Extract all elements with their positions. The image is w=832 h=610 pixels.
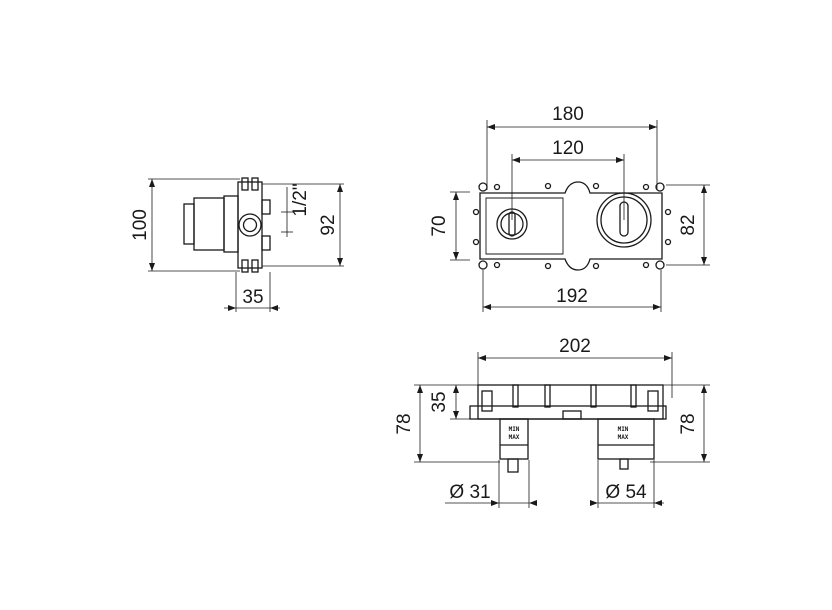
dim-front-82: 82 <box>678 214 699 235</box>
label-max-right: MAX <box>618 434 629 441</box>
bottom-view <box>414 352 710 508</box>
dim-front-70: 70 <box>429 215 450 236</box>
side-view <box>148 177 344 312</box>
dim-bottom-dia-31: Ø 31 <box>449 482 490 503</box>
dim-side-35: 35 <box>242 287 263 308</box>
front-view <box>450 120 710 312</box>
dim-front-192: 192 <box>556 286 588 307</box>
dim-bottom-78-left: 78 <box>394 413 415 434</box>
dimension-arrows <box>149 124 707 506</box>
dim-side-92: 92 <box>318 214 339 235</box>
dim-side-100: 100 <box>130 209 151 241</box>
dim-bottom-dia-54: Ø 54 <box>605 482 647 503</box>
dim-front-180: 180 <box>552 104 584 125</box>
label-max-left: MAX <box>509 434 520 441</box>
label-min-right: MIN <box>618 426 629 433</box>
label-min-left: MIN <box>509 426 520 433</box>
dim-bottom-35: 35 <box>429 391 450 412</box>
dim-front-120: 120 <box>552 138 584 159</box>
dim-bottom-202: 202 <box>559 336 591 357</box>
dim-side-thread: 1/2" <box>290 183 311 216</box>
dim-bottom-78-right: 78 <box>678 413 699 434</box>
